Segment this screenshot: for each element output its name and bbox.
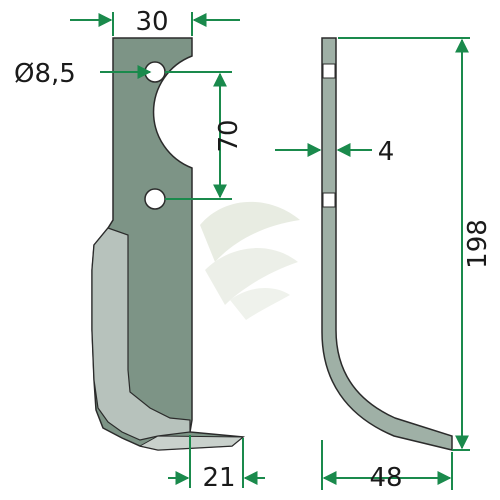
watermark-logo bbox=[200, 201, 300, 320]
dimension-lines bbox=[70, 12, 470, 490]
blade-foot-bevel bbox=[138, 435, 245, 451]
side-slot-lower bbox=[322, 192, 336, 208]
side-slot-upper bbox=[322, 63, 336, 79]
blade-face bbox=[91, 37, 245, 451]
dimension-hole-spacing: 70 bbox=[214, 119, 244, 152]
blade-cutting-edge bbox=[91, 227, 191, 441]
dimension-offset: 48 bbox=[369, 463, 402, 493]
blade-side-profile bbox=[321, 37, 453, 451]
dimension-foot-width: 21 bbox=[202, 463, 235, 493]
blade-front-view bbox=[91, 37, 245, 451]
dimension-hole-diameter: Ø8,5 bbox=[14, 59, 76, 89]
mounting-hole-lower bbox=[144, 188, 166, 210]
dimension-height: 198 bbox=[463, 219, 493, 269]
dimension-top-width: 30 bbox=[135, 7, 168, 37]
dimension-thickness: 4 bbox=[378, 137, 395, 167]
blade-side-view bbox=[321, 37, 453, 451]
